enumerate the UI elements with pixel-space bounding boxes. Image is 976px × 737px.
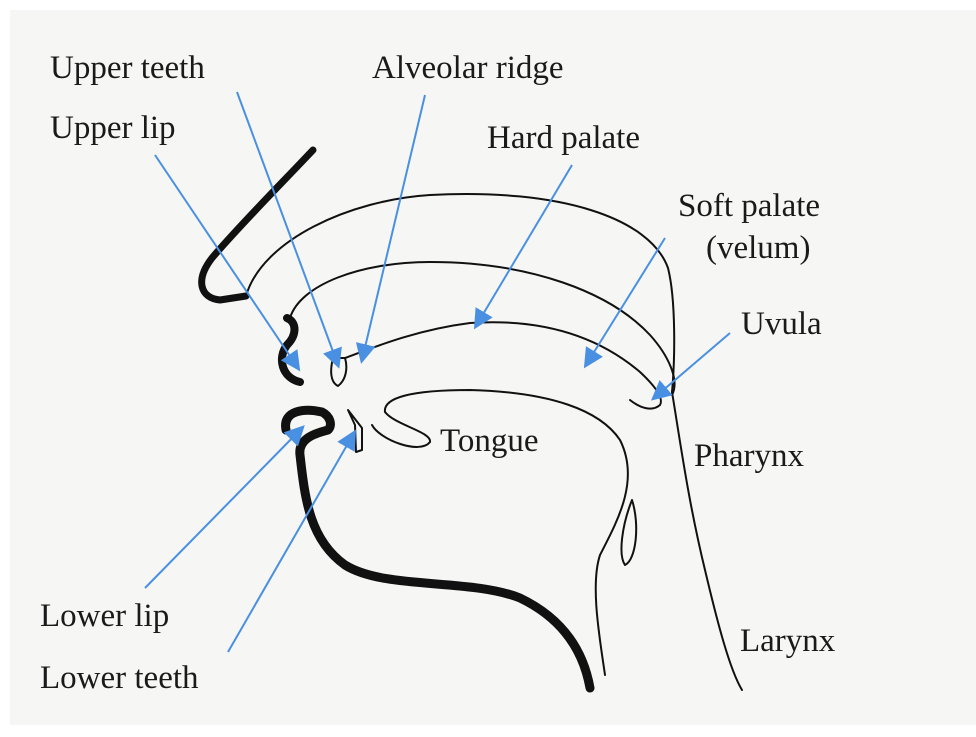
label-lower-lip: Lower lip (40, 600, 169, 633)
nose-outline (202, 150, 313, 300)
label-alveolar-ridge: Alveolar ridge (372, 52, 564, 85)
lower-lip-chin-outline (286, 410, 590, 688)
alveolar-ridge-pointer (362, 95, 425, 360)
hard-palate-pointer (476, 165, 572, 326)
upper-teeth-pointer (237, 92, 338, 365)
label-upper-lip: Upper lip (50, 112, 176, 145)
palate-lower-surface (345, 322, 661, 408)
lower-teeth-outline (348, 410, 362, 452)
label-velum: (velum) (706, 232, 810, 265)
label-uvula: Uvula (741, 308, 822, 341)
label-pharynx: Pharynx (694, 440, 804, 473)
epiglottis-outline (621, 500, 636, 565)
palate-upper-surface (290, 262, 675, 395)
upper-teeth-outline (331, 358, 346, 386)
lower-teeth-pointer (228, 433, 354, 652)
label-hard-palate: Hard palate (487, 122, 640, 155)
label-upper-teeth: Upper teeth (50, 52, 205, 85)
soft-palate-pointer (586, 238, 665, 365)
pharynx-back-wall (672, 392, 742, 690)
upper-lip-outline (282, 318, 300, 382)
label-soft-palate: Soft palate (678, 190, 820, 223)
label-lower-teeth: Lower teeth (40, 662, 199, 695)
label-tongue: Tongue (440, 425, 539, 458)
label-larynx: Larynx (740, 625, 835, 658)
uvula-pointer (654, 333, 730, 398)
